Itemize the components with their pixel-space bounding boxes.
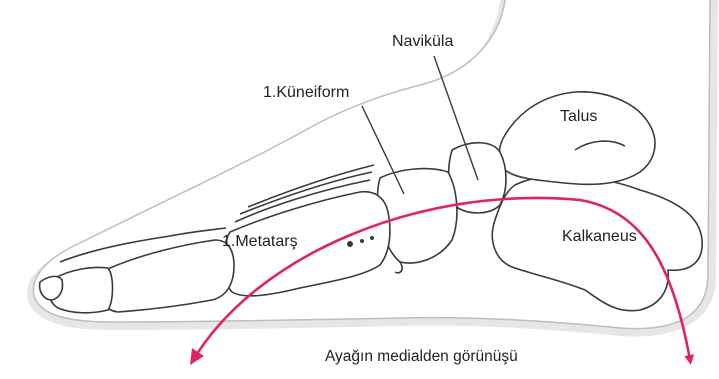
- arch-arrow-start-head: [190, 348, 204, 365]
- label-kalkaneus: Kalkaneus: [562, 229, 637, 245]
- label-navikula: Naviküla: [392, 34, 453, 50]
- label-metatars: 1.Metatarş: [222, 234, 298, 250]
- label-kuneiform: 1.Küneiform: [263, 85, 349, 101]
- label-talus: Talus: [560, 109, 597, 125]
- caption: Ayağın medialden görünüşü: [325, 349, 518, 365]
